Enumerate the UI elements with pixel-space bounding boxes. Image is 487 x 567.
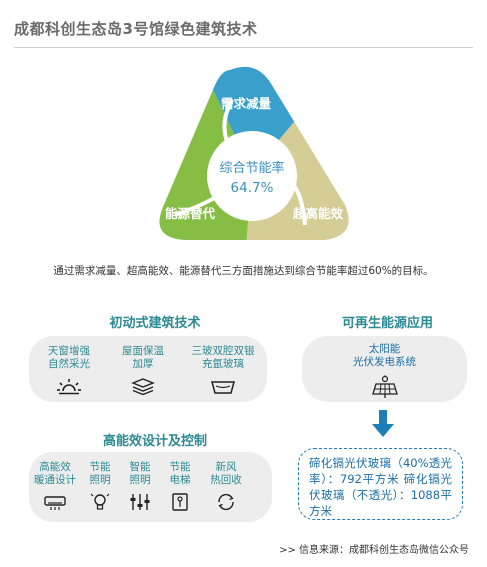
segment-label-demand: 需求减量 (221, 96, 272, 111)
passive-item-skylight: 天窗增强 自然采光 (34, 345, 104, 395)
renewable-details: 碲化镉光伏玻璃（40%透光率）：792平方米 碲化镉光伏玻璃（不透光）：1088… (298, 448, 463, 520)
ac-unit-icon (44, 496, 66, 510)
sun-icon (57, 379, 81, 395)
energy-cycle-diagram: 需求减量 超高能效 能源替代 综合节能率 64.7% (159, 66, 349, 240)
bulb-icon (90, 493, 110, 510)
page-title: 成都科创生态岛3号馆绿色建筑技术 (14, 20, 258, 38)
efficiency-item-hvac: 高能效 暖通设计 (30, 461, 80, 511)
center-value: 64.7% (231, 180, 274, 196)
renewable-heading: 可再生能源应用 (341, 316, 433, 331)
diagram-caption: 通过需求减量、超高能效、能源替代三方面措施达到综合节能率超过60%的目标。 (53, 265, 434, 277)
segment-label-efficiency: 超高能效 (292, 206, 344, 221)
renewable-item-solar: 太阳能 光伏发电系统 (302, 343, 467, 399)
passive-heading: 初动式建筑技术 (109, 316, 201, 331)
efficiency-item-smart-lighting: 智能 照明 (122, 461, 158, 511)
title-divider (14, 47, 473, 48)
glass-basin-icon (211, 381, 235, 394)
segment-label-substitution: 能源替代 (165, 206, 216, 221)
efficiency-item-lighting: 节能 照明 (82, 461, 118, 511)
insulation-layers-icon (131, 378, 155, 395)
efficiency-item-heat-recovery: 新风 热回收 (202, 461, 250, 511)
passive-panel (29, 336, 267, 402)
efficiency-item-elevator: 节能 电梯 (162, 461, 198, 511)
heat-recovery-icon (218, 493, 234, 511)
efficiency-heading: 高能效设计及控制 (102, 434, 207, 449)
passive-item-triple-glazing: 三玻双腔双银 充氩玻璃 (182, 345, 264, 395)
solar-panel-icon (371, 375, 398, 398)
efficiency-panel (29, 452, 272, 522)
source-note: >> 信息来源：成都科创生态岛微信公众号 (279, 545, 469, 556)
arrow-down-icon (372, 410, 394, 437)
slider-icon (130, 494, 150, 510)
center-label: 综合节能率 (219, 160, 284, 176)
passive-item-roof-insulation: 屋面保温 加厚 (108, 345, 178, 395)
elevator-icon (172, 493, 188, 511)
